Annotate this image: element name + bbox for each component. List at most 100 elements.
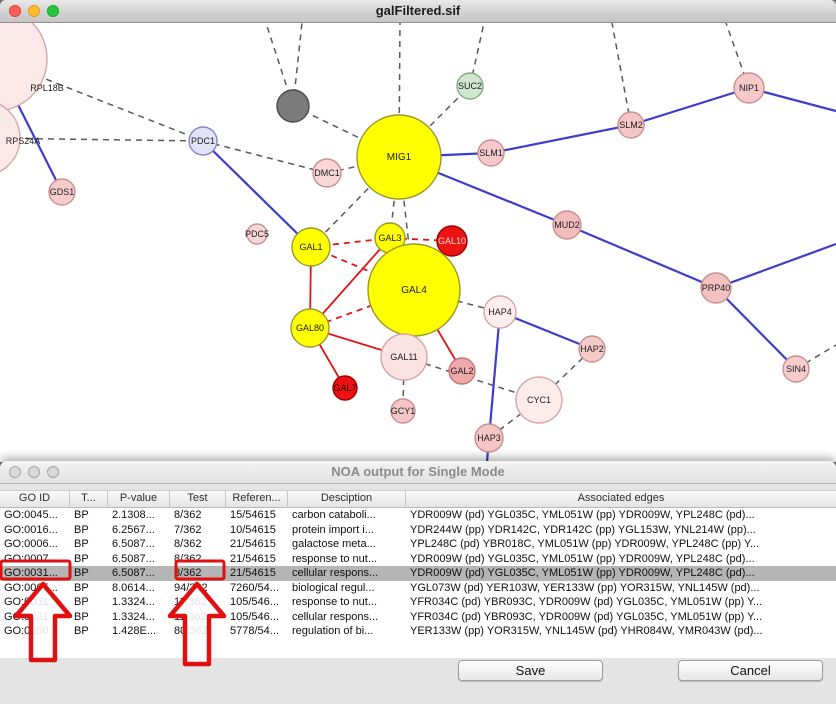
save-button[interactable]: Save: [458, 660, 603, 681]
column-header-reference[interactable]: Referen...: [226, 491, 288, 507]
graph-node-gal80[interactable]: [290, 308, 330, 348]
cell-test: 7/362: [174, 523, 202, 536]
cell-test: 11/362: [174, 596, 207, 608]
column-header-test[interactable]: Test: [170, 491, 226, 507]
graph-node-label: SLM2: [619, 120, 643, 130]
noa-results-table: GO ID T... P-value Test Referen... Desci…: [0, 490, 836, 658]
close-button[interactable]: [9, 466, 21, 478]
graph-node-label: GCY1: [391, 406, 416, 416]
graph-node-pdc5[interactable]: [246, 223, 268, 245]
network-window-titlebar[interactable]: galFiltered.sif: [0, 0, 836, 23]
cell-type: BP: [74, 567, 89, 579]
cell-goid: GO:0031...: [4, 567, 58, 579]
cell-ref: 10/54615: [230, 523, 276, 536]
graph-node-label: HAP4: [488, 307, 512, 317]
graph-node-label: GAL11: [390, 352, 417, 362]
graph-node-label: SIN4: [786, 364, 806, 374]
graph-node-rps24a[interactable]: [0, 100, 21, 176]
cell-test: 80/362: [174, 625, 208, 637]
network-canvas[interactable]: RPL18BRPS24AGDS1PDC1DMC1MIG1SUC2SLM1SLM2…: [0, 23, 836, 462]
noa-window-titlebar[interactable]: NOA output for Single Mode: [0, 461, 836, 484]
graph-node-label: GAL3: [378, 233, 401, 243]
cell-edges: YDR009W (pd) YGL035C, YML051W (pp) YDR00…: [410, 567, 755, 579]
column-header-description[interactable]: Desciption: [288, 491, 406, 507]
graph-node-label: GAL10: [438, 236, 466, 246]
cancel-button[interactable]: Cancel: [678, 660, 823, 681]
column-header-associated-edges[interactable]: Associated edges: [577, 492, 665, 504]
graph-node-cyc1[interactable]: [515, 376, 563, 424]
column-header-type[interactable]: T...: [70, 491, 108, 507]
window-controls: [9, 5, 59, 17]
graph-node-hap2[interactable]: [578, 335, 606, 363]
cell-edges: YPL248C (pd) YBR018C, YML051W (pp) YDR00…: [410, 538, 760, 550]
graph-node-pdc1[interactable]: [188, 126, 218, 156]
cell-goid: GO:0065...: [4, 581, 58, 594]
graph-node-unlabeled[interactable]: [276, 89, 310, 123]
cell-pvalue: 6.5087...: [112, 538, 155, 550]
graph-node-mud2[interactable]: [552, 210, 582, 240]
zoom-button[interactable]: [47, 466, 59, 478]
graph-node-label: PDC5: [245, 229, 269, 239]
graph-node-gds1[interactable]: [48, 178, 76, 206]
graph-node-gal1[interactable]: [291, 227, 331, 267]
graph-node-slm2[interactable]: [617, 111, 645, 139]
graph-node-prp40[interactable]: [700, 272, 732, 304]
graph-node-gal10[interactable]: [436, 225, 468, 257]
cell-type: BP: [74, 538, 89, 550]
window-controls: [9, 466, 59, 478]
cell-test: 8/362: [174, 538, 202, 550]
minimize-button[interactable]: [28, 5, 40, 17]
cell-pvalue: 8.0614...: [112, 581, 155, 594]
graph-node-suc2[interactable]: [456, 72, 484, 100]
graph-node-gal2[interactable]: [448, 357, 476, 385]
graph-node-nip1[interactable]: [733, 72, 765, 104]
cell-type: BP: [74, 625, 89, 637]
graph-node-dmc1[interactable]: [312, 158, 342, 188]
cell-edges: YDR009W (pd) YGL035C, YML051W (pp) YDR00…: [410, 509, 755, 521]
graph-edge: [309, 237, 391, 329]
cell-test: 8/362: [174, 552, 202, 565]
graph-node-hap4[interactable]: [483, 295, 517, 329]
graph-edge: [715, 242, 836, 290]
cell-edges: YDR244W (pp) YDR142C, YDR142C (pp) YGL15…: [410, 523, 756, 536]
graph-edge: [715, 287, 797, 370]
graph-node-label: MIG1: [387, 152, 412, 163]
column-header-go-id[interactable]: GO ID: [0, 491, 70, 507]
cell-type: BP: [74, 509, 89, 521]
graph-node-slm1[interactable]: [477, 139, 505, 167]
graph-node-rpl18b[interactable]: [0, 23, 48, 112]
cell-desc: response to nut...: [292, 552, 377, 565]
minimize-button[interactable]: [28, 466, 40, 478]
graph-edge: [487, 311, 502, 439]
graph-node-gcy1[interactable]: [390, 398, 416, 424]
cell-pvalue: 1.3324...: [112, 610, 155, 623]
graph-node-gal7[interactable]: [332, 375, 358, 401]
cell-goid: GO:0050...: [4, 625, 58, 637]
graph-node-label: HAP2: [580, 344, 604, 354]
zoom-button[interactable]: [47, 5, 59, 17]
cell-edges: YGL073W (pd) YER103W, YER133W (pp) YOR31…: [410, 581, 760, 594]
cell-pvalue: 6.5087...: [112, 567, 155, 579]
graph-node-label: GAL2: [450, 366, 473, 376]
column-header-p-value[interactable]: P-value: [108, 491, 170, 507]
graph-node-label: GAL4: [401, 285, 427, 296]
noa-window-title: NOA output for Single Mode: [331, 464, 505, 479]
graph-node-label: SLM1: [479, 148, 503, 158]
graph-node-gal11[interactable]: [380, 333, 428, 381]
close-button[interactable]: [9, 5, 21, 17]
cell-edges: YER133W (pp) YOR315W, YNL145W (pd) YHR08…: [410, 625, 763, 637]
graph-node-label: CYC1: [527, 395, 551, 405]
graph-node-mig1[interactable]: [356, 114, 442, 200]
graph-node-hap3[interactable]: [474, 423, 504, 453]
cell-desc: biological regul...: [292, 581, 375, 594]
graph-node-sin4[interactable]: [782, 355, 810, 383]
